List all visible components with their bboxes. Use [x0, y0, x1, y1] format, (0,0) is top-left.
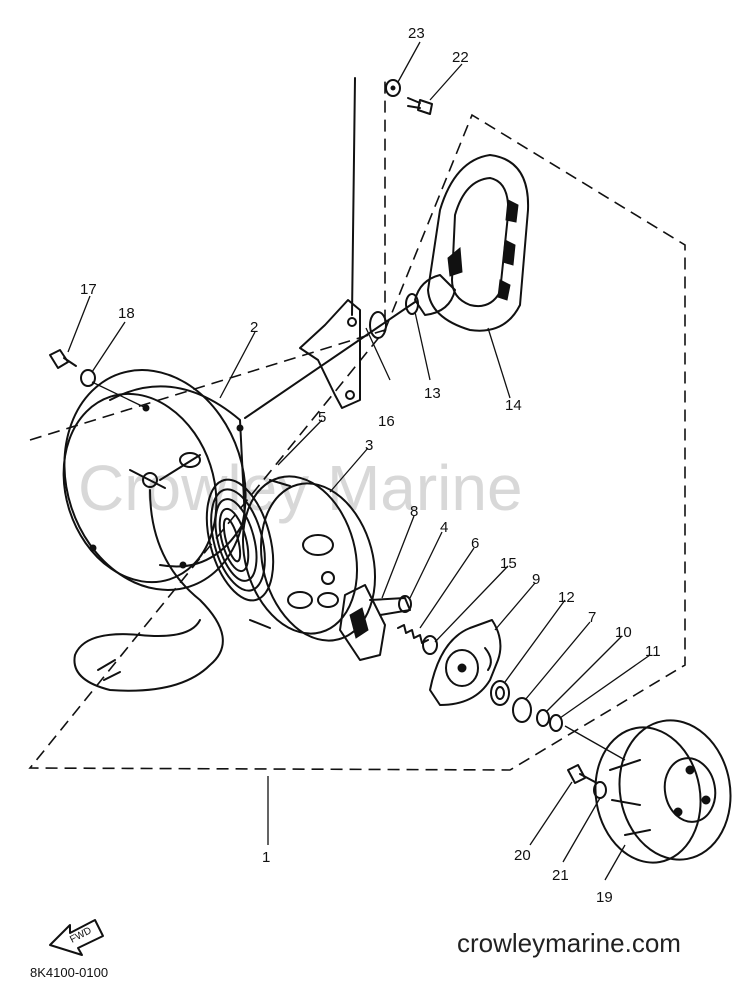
sheave-drum — [241, 475, 377, 642]
part-label-3: 3 — [365, 437, 373, 454]
assembly-boundary — [28, 75, 686, 771]
part-label-6: 6 — [471, 535, 479, 552]
nut-11 — [549, 714, 563, 732]
watermark-text: Crowley Marine — [78, 452, 523, 524]
part-label-14: 14 — [505, 397, 522, 414]
part-label-20: 20 — [514, 847, 531, 864]
part-label-12: 12 — [558, 589, 575, 606]
forward-arrow-icon: FWD — [49, 919, 104, 956]
part-labels: 1 2 3 4 5 6 7 8 9 10 11 12 13 14 15 16 1… — [80, 25, 661, 906]
bolt-22 — [407, 97, 433, 115]
starter-cable — [73, 489, 224, 692]
site-url: crowleymarine.com — [457, 928, 681, 958]
washer-23 — [385, 79, 401, 97]
part-label-4: 4 — [440, 519, 448, 536]
washer-12 — [490, 680, 510, 706]
spacer-10 — [536, 709, 550, 727]
leader-lines — [67, 41, 651, 881]
part-label-17: 17 — [80, 281, 97, 298]
drive-plate — [429, 619, 502, 706]
rope-guide-bracket — [299, 77, 387, 409]
starter-handle — [405, 154, 530, 332]
part-label-11: 11 — [645, 643, 661, 660]
washer-18 — [80, 369, 96, 387]
recoil-spring — [205, 478, 275, 602]
part-label-22: 22 — [452, 49, 469, 66]
starter-pulley — [594, 719, 732, 864]
part-label-9: 9 — [532, 571, 540, 588]
part-label-2: 2 — [250, 319, 258, 336]
bolt-20 — [567, 764, 596, 784]
bolt-17 — [49, 349, 77, 369]
part-label-13: 13 — [424, 385, 441, 402]
part-label-23: 23 — [408, 25, 425, 42]
washer-15 — [422, 635, 438, 655]
pawl-spring — [397, 624, 429, 644]
part-label-21: 21 — [552, 867, 569, 884]
part-label-1: 1 — [262, 849, 270, 866]
starter-case — [62, 369, 247, 591]
part-label-16: 16 — [378, 413, 395, 430]
part-label-18: 18 — [118, 305, 135, 322]
part-label-19: 19 — [596, 889, 613, 906]
washer-7 — [512, 697, 532, 723]
drive-pawl — [339, 584, 412, 661]
part-label-7: 7 — [588, 609, 596, 626]
part-label-5: 5 — [318, 409, 326, 426]
part-label-15: 15 — [500, 555, 517, 572]
drawing-code: 8K4100-0100 — [30, 965, 109, 980]
part-label-8: 8 — [410, 503, 418, 520]
part-label-10: 10 — [615, 624, 632, 641]
